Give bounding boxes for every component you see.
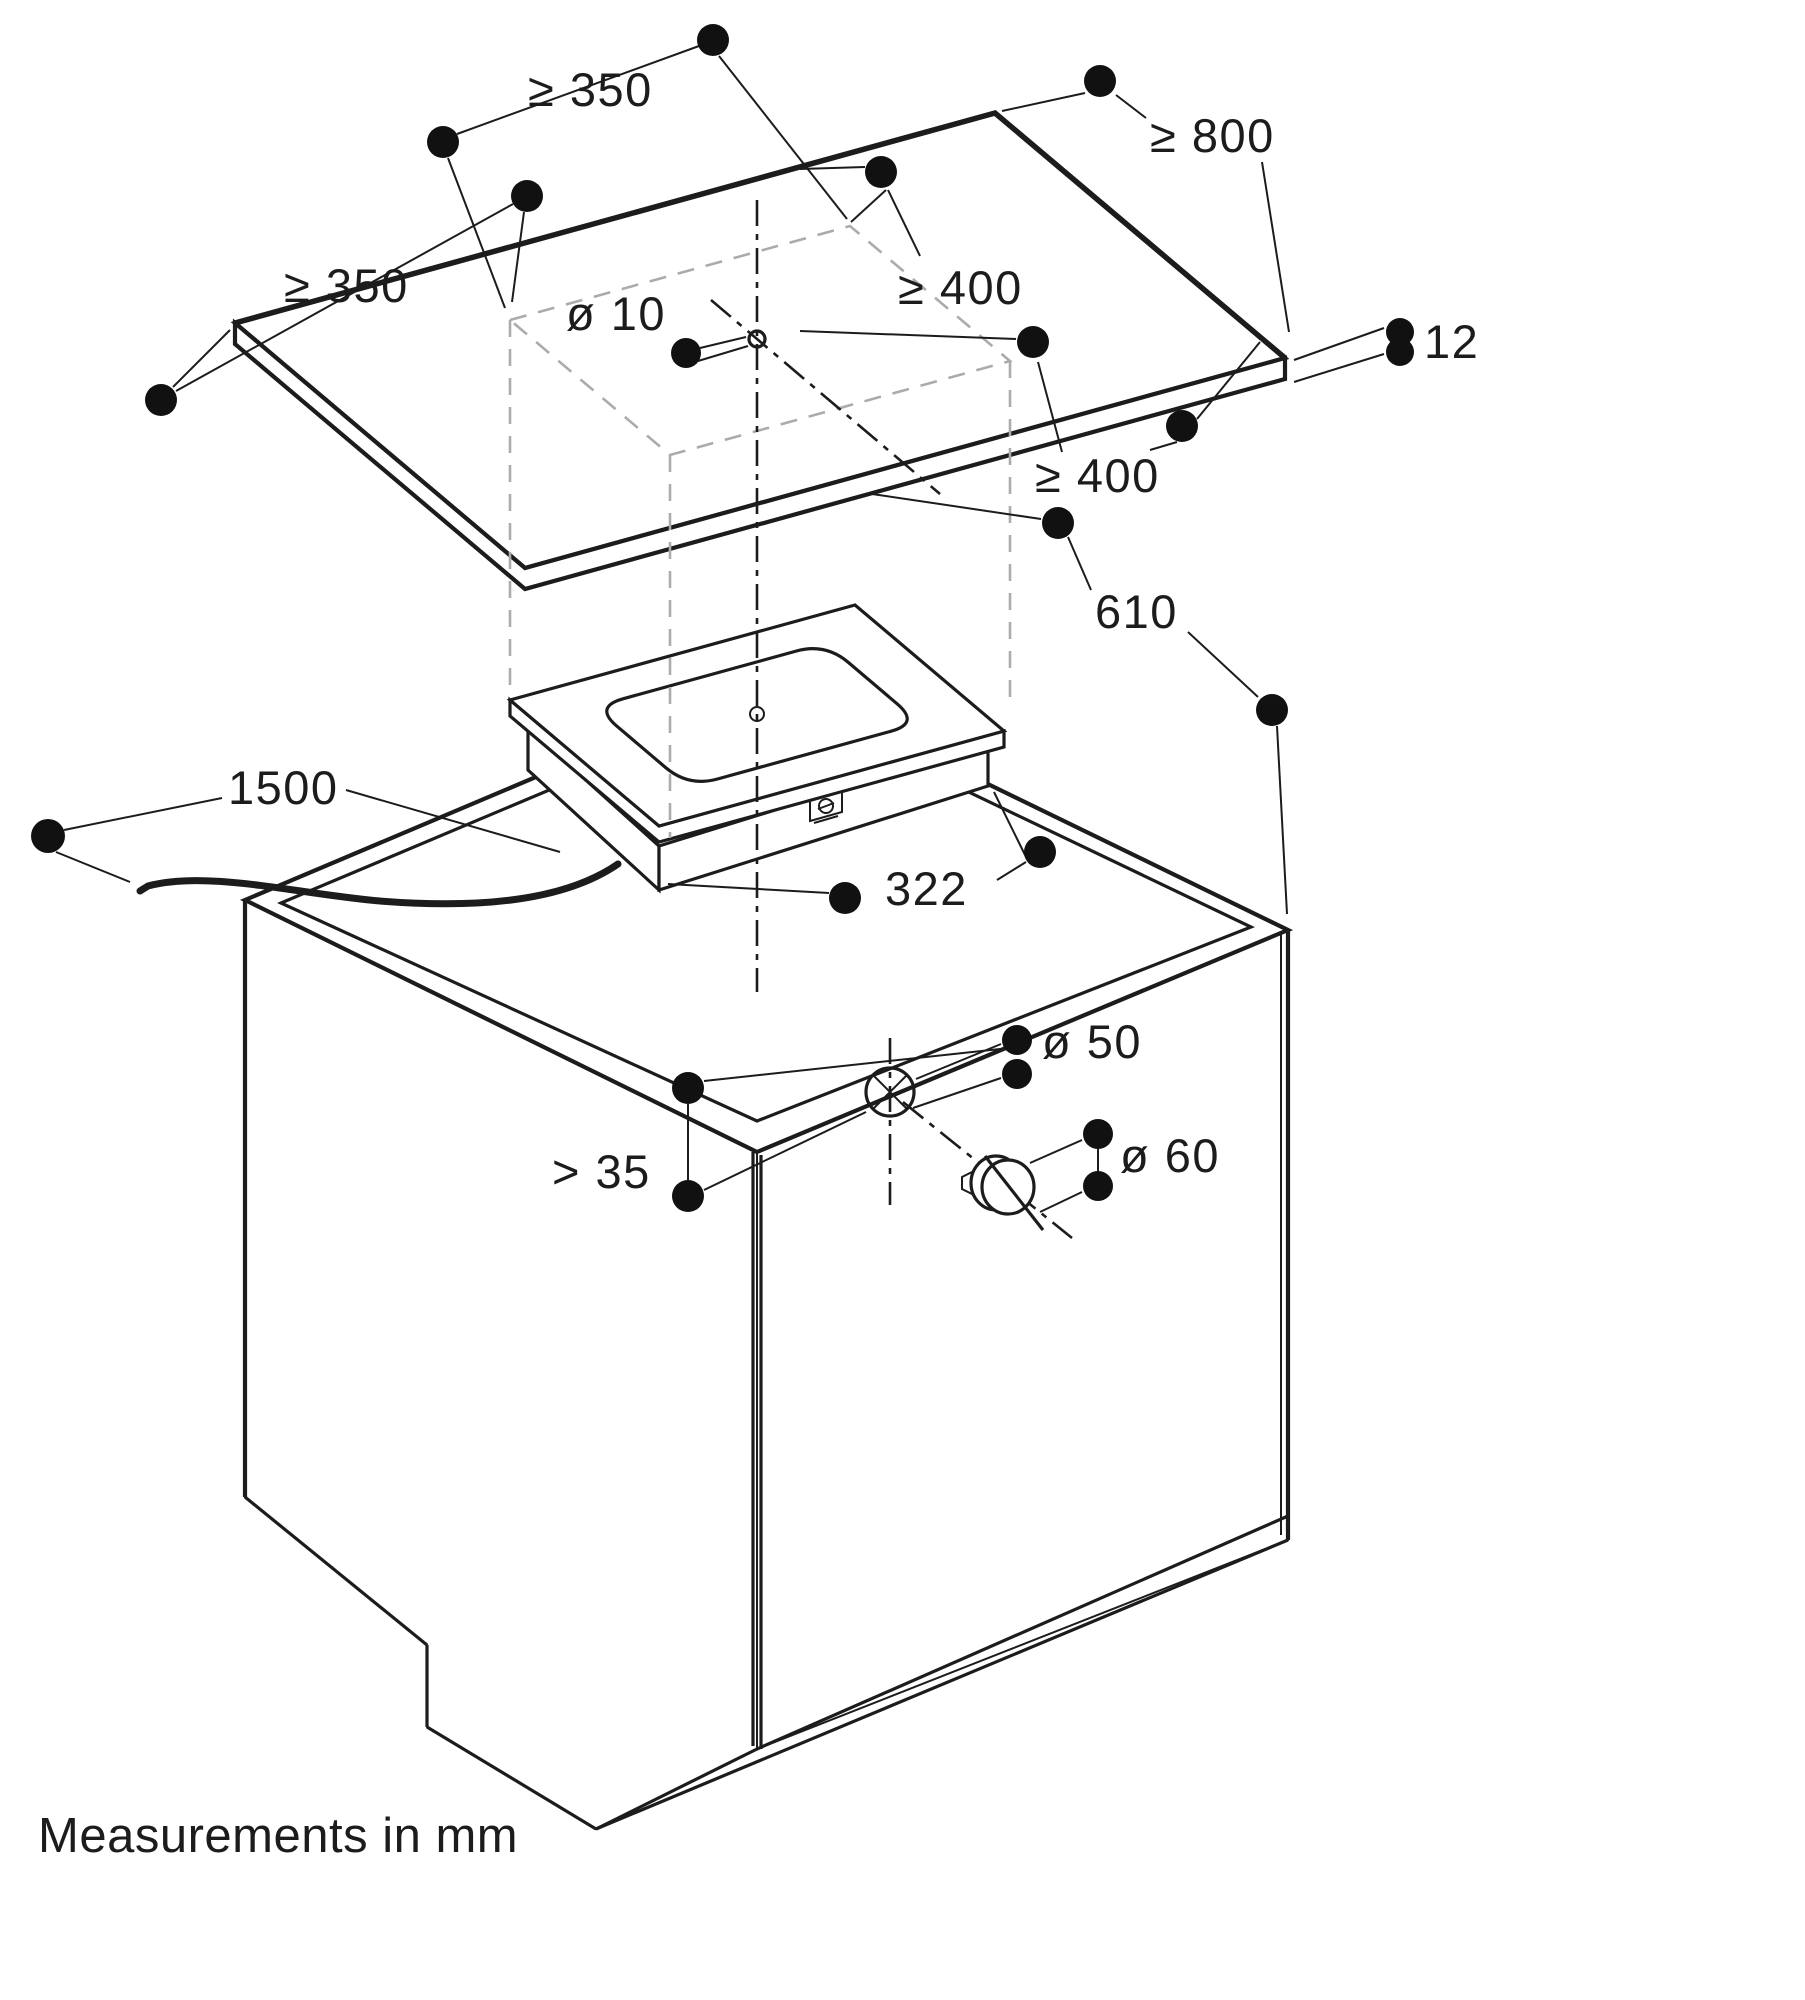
upper-clearance-label: ≥ 400 [898,261,1023,314]
control-knob-icon [961,1154,1045,1231]
dim-cutout-width: 322 [667,791,1056,915]
dimension-dot [671,338,701,368]
module-clamp-icon [809,790,843,824]
dim-upper-clearance: ≥ 400 [799,156,1023,314]
dim-left-clearance: ≥ 350 [145,180,543,416]
dimension-dot [1002,1025,1032,1055]
front-clearance-label: ≥ 400 [1035,449,1160,502]
dim-cable-hole: ø 50 [912,1015,1142,1109]
dimension-dot [1042,507,1074,539]
dimension-dot [427,126,459,158]
dimension-dot [1002,1059,1032,1089]
dimension-dot [31,819,65,853]
dim-worktop-depth: ≥ 800 [1001,65,1290,333]
dimension-dot [511,180,543,212]
dim-back-clearance: ≥ 350 [427,24,848,309]
dimension-dot [1017,326,1049,358]
dim-front-clearance: ≥ 400 [799,326,1261,502]
worktop [230,109,1290,592]
dimension-dot [1083,1171,1113,1201]
power-cable [136,860,622,908]
cabinet-front-bottom [756,1514,1289,1751]
dimension-dot [672,1180,704,1212]
plinth-left-bottom [243,1495,429,1647]
dimension-dot [672,1072,704,1104]
dim-edge-distance: > 35 [552,1048,1001,1212]
dim-knob-hole: ø 60 [1029,1119,1220,1213]
dim-worktop-thickness: 12 [1293,315,1479,383]
edge-distance-label: > 35 [552,1145,651,1198]
dim-worktop-to-cabinet: 610 [871,493,1288,915]
units-note: Measurements in mm [38,1809,518,1863]
left-clearance-label: ≥ 350 [284,259,409,312]
fixing-hole-label: ø 10 [566,287,666,340]
knob-hole-label: ø 60 [1120,1129,1220,1182]
worktop-cutout-dashes [507,224,1013,838]
worktop-back-edges [234,109,1287,361]
fixing-hole [747,329,767,349]
back-clearance-label: ≥ 350 [528,63,653,116]
zone-center-hole [749,706,765,722]
plinth-recess-edge [595,1747,758,1831]
dimension-dot [1024,836,1056,868]
worktop-depth-label: ≥ 800 [1150,109,1275,162]
plinth-floor-front [595,1538,1289,1831]
cutout-width-label: 322 [885,862,968,915]
dimension-dot [1386,338,1414,366]
dimension-dot [829,882,861,914]
worktop-front-band [232,318,1288,592]
worktop-to-cabinet-label: 610 [1095,585,1178,638]
dimension-dot [697,24,729,56]
dimension-dot [1083,1119,1113,1149]
dimension-dot [145,384,177,416]
dim-fixing-hole: ø 10 [566,287,749,368]
dimension-dot [1386,318,1414,346]
dimension-dot [865,156,897,188]
cable-hole-label: ø 50 [1042,1015,1142,1068]
dimension-dot [1166,410,1198,442]
dimension-dot [1256,694,1288,726]
cable-length-label: 1500 [228,761,339,814]
cabinet-plinth [243,1495,1289,1831]
dim-cable-length: 1500 [31,761,561,883]
worktop-diagonal-axis [710,299,941,495]
cooking-zone [605,647,909,783]
worktop-thickness-label: 12 [1424,315,1479,368]
plinth-floor-left [426,1725,597,1831]
dimension-dot [1084,65,1116,97]
